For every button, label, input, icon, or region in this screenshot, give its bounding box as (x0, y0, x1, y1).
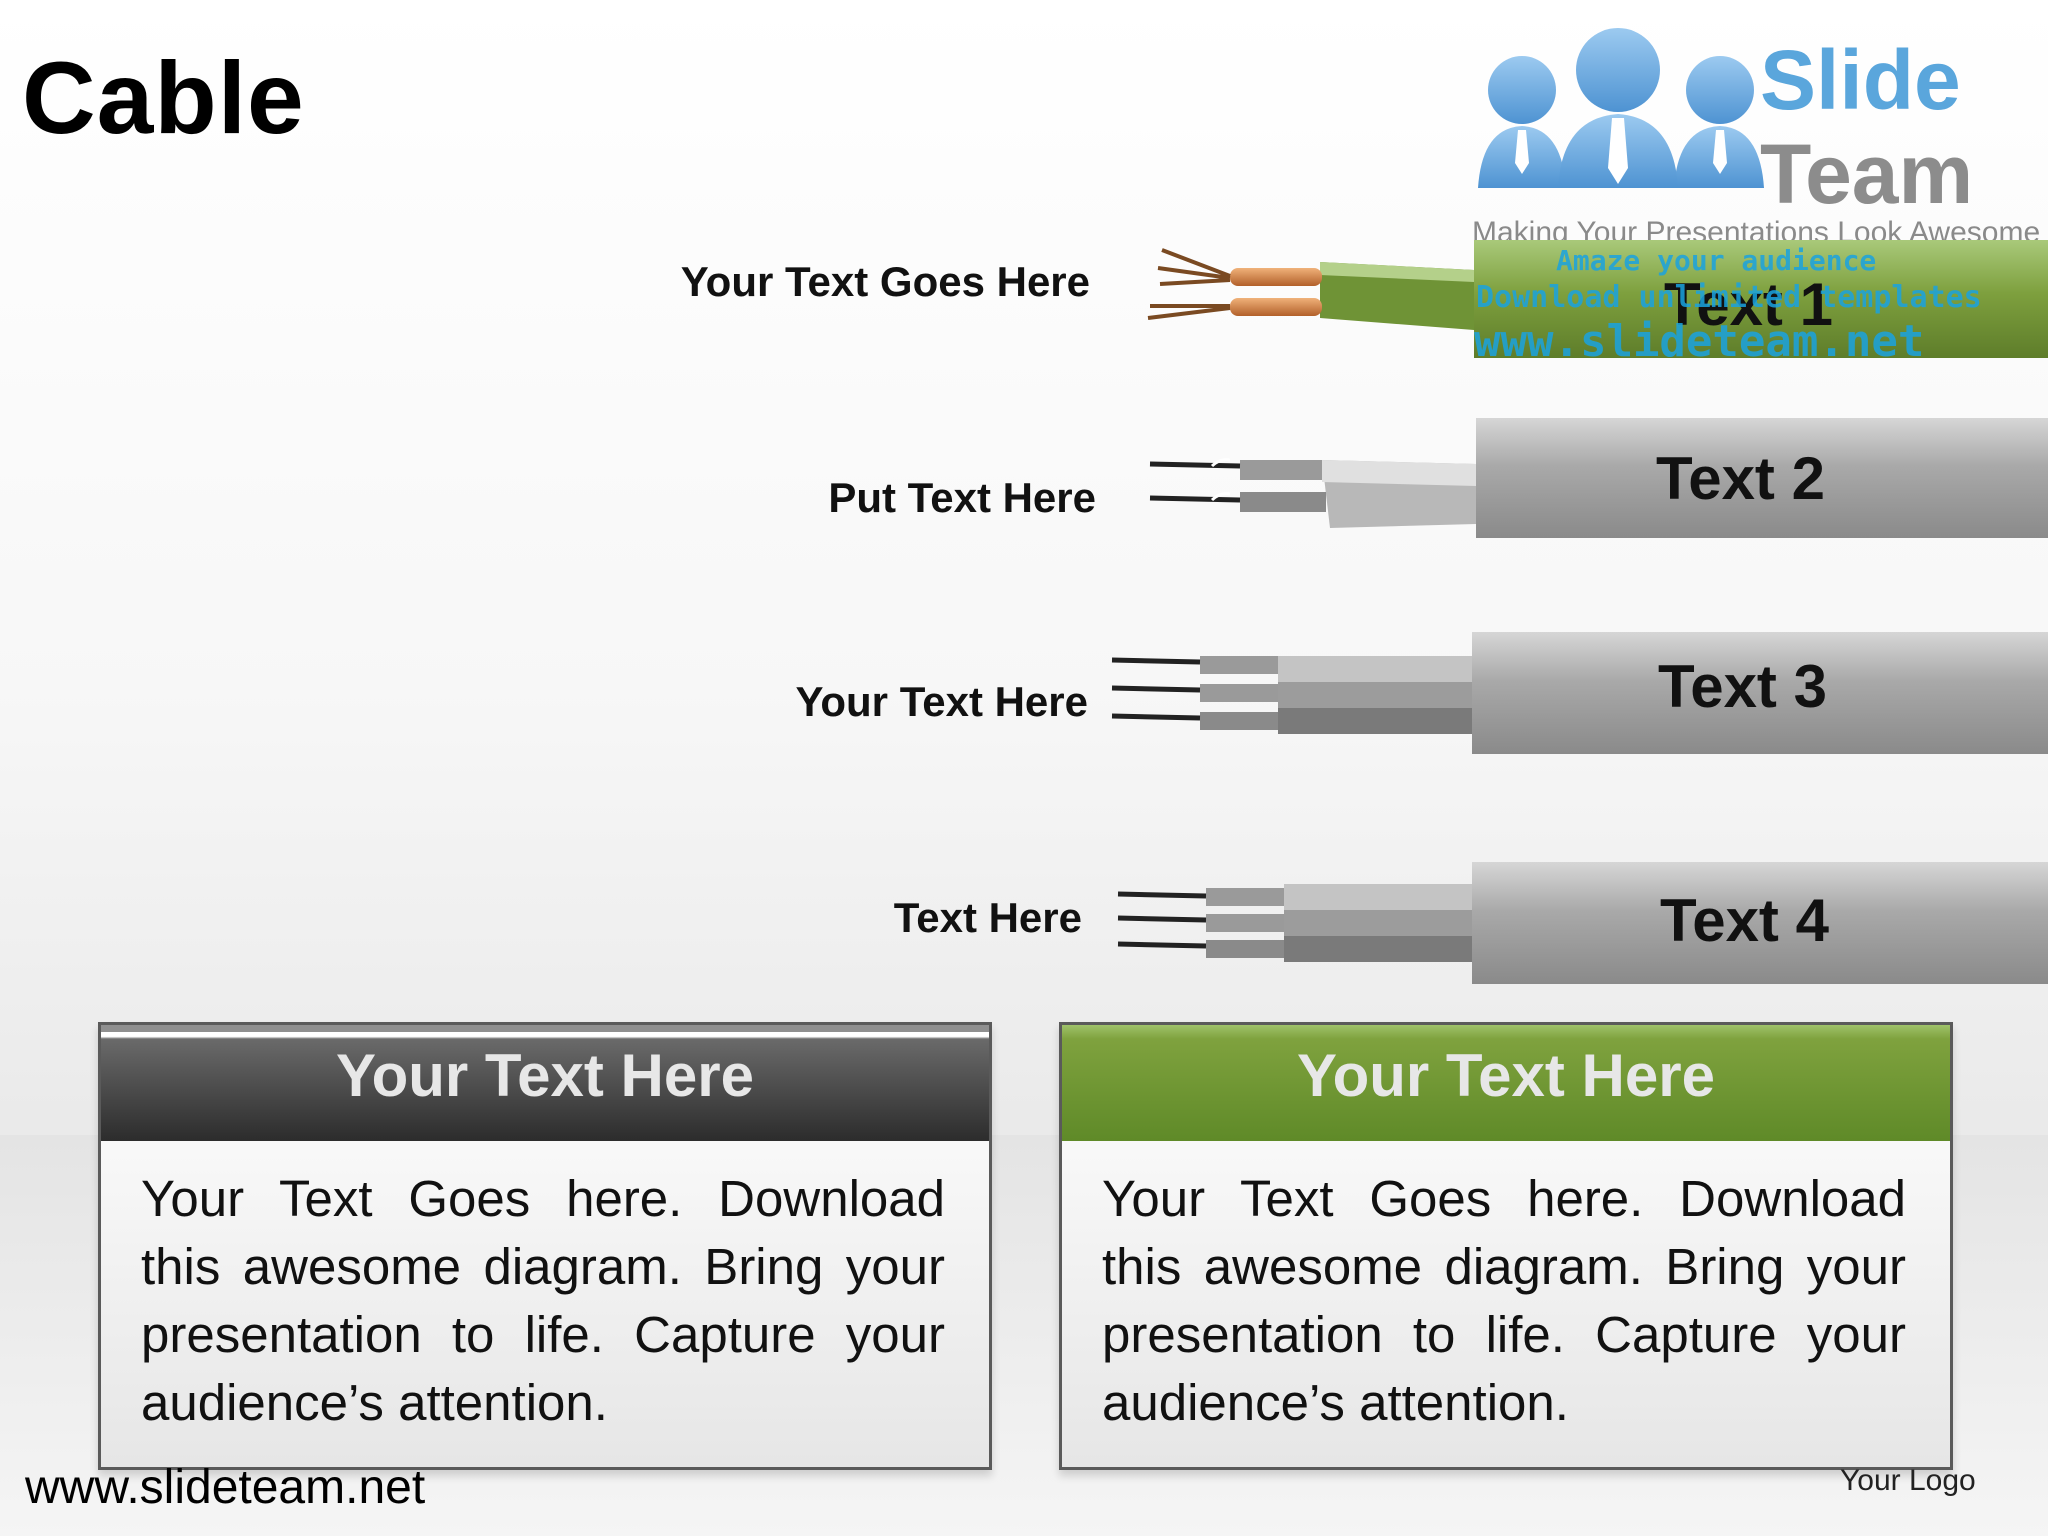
cable-diagram (1111, 240, 2048, 984)
cable-4-jacket (1472, 862, 2048, 984)
slide-title: Cable (22, 41, 305, 155)
cable-3-label: Your Text Here (795, 678, 1088, 725)
cable-3-jacket (1472, 632, 2048, 754)
people-icon (1478, 28, 1764, 188)
text-box-1-body: Your Text Goes here. Download this aweso… (141, 1170, 945, 1431)
cable-2-wire-a (1240, 460, 1322, 480)
cable-3 (1111, 632, 2048, 754)
cable-2 (1149, 418, 2048, 538)
watermark-line-1: Amaze your audience (1556, 244, 1877, 277)
cable-4-jacket-text: Text 4 (1660, 887, 1829, 954)
cable-2-label: Put Text Here (828, 474, 1096, 521)
text-box-1-header: Your Text Here (101, 1025, 989, 1141)
cable-4-label: Text Here (893, 894, 1082, 941)
text-box-2: Your Text Here Your Text Goes here. Down… (1059, 1022, 1953, 1470)
text-box-2-header: Your Text Here (1062, 1025, 1950, 1141)
watermark-line-2: Download unlimited templates (1476, 280, 1982, 315)
text-box-2-title: Your Text Here (1297, 1042, 1715, 1109)
cable-1-wire-b (1230, 298, 1322, 316)
watermark-line-3: www.slideteam.net (1474, 316, 1925, 367)
text-box-1-title: Your Text Here (336, 1042, 754, 1109)
text-box-2-body: Your Text Goes here. Download this aweso… (1102, 1170, 1906, 1431)
cable-4 (1117, 862, 2048, 984)
cable-1-wire-a (1230, 268, 1322, 286)
cable-1-label: Your Text Goes Here (680, 258, 1090, 305)
cable-2-jacket-text: Text 2 (1656, 445, 1825, 512)
logo-text-team: Team (1760, 127, 1974, 221)
text-box-1: Your Text Here Your Text Goes here. Down… (98, 1022, 992, 1470)
cable-1 (1147, 240, 2048, 358)
logo-text-slide: Slide (1760, 33, 1961, 127)
cable-2-wire-b (1240, 492, 1326, 512)
cable-1-jacket (1474, 240, 2048, 358)
cable-3-jacket-text: Text 3 (1658, 653, 1827, 720)
footer-url: www.slideteam.net (25, 1461, 426, 1514)
cable-2-jacket (1476, 418, 2048, 538)
cable-1-jacket-text: Text 1 (1664, 271, 1833, 338)
your-logo-placeholder: Your Logo (1840, 1464, 1976, 1497)
